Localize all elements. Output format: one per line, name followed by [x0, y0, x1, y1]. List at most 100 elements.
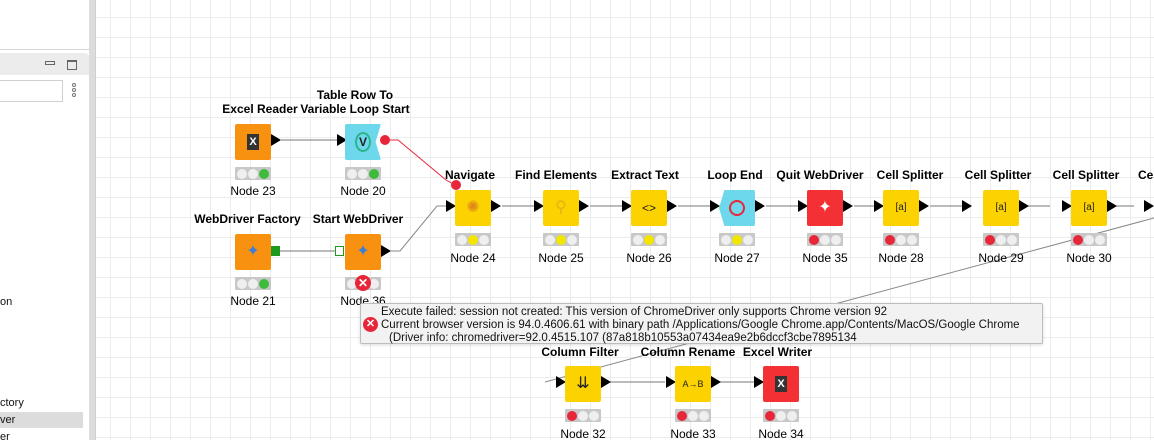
node-label[interactable]: Node 34 [758, 427, 804, 440]
node-find-elements[interactable]: ⚲ [543, 190, 579, 226]
input-port[interactable] [534, 200, 544, 212]
flow-variable-port[interactable] [451, 180, 461, 190]
input-port[interactable] [874, 200, 884, 212]
node-navigate[interactable]: ✺ [455, 190, 491, 226]
node-label[interactable]: Node 35 [802, 251, 848, 265]
compass-icon: ✦ [356, 243, 370, 260]
output-port[interactable] [919, 200, 929, 212]
tree-item[interactable]: on [0, 296, 13, 308]
node-title[interactable]: Cell Splitter [876, 168, 944, 182]
loop-start-icon: V [354, 132, 371, 152]
node-title[interactable]: Table Row To [316, 88, 394, 102]
minimize-icon[interactable] [45, 61, 55, 65]
db-output-port[interactable] [271, 246, 280, 256]
node-title[interactable]: Cell Splitter [964, 168, 1032, 182]
flow-variable-port[interactable] [380, 135, 390, 145]
error-icon: ✕ [363, 317, 378, 332]
node-title[interactable]: Cell Splitter [1052, 168, 1120, 182]
node-title[interactable]: Variable Loop Start [300, 102, 410, 116]
node-label[interactable]: Node 33 [670, 427, 716, 440]
panel-header [0, 53, 89, 75]
input-port[interactable] [622, 200, 632, 212]
node-label[interactable]: Node 24 [450, 251, 496, 265]
input-port[interactable] [556, 376, 566, 388]
node-column-filter[interactable]: ⇊ [565, 366, 601, 402]
status-traffic-light [235, 277, 271, 290]
tooltip-line: (Driver info: chromedriver=92.0.4515.107… [389, 332, 857, 344]
input-port[interactable] [962, 200, 972, 212]
node-cell-splitter[interactable]: [a] [883, 190, 919, 226]
error-icon[interactable]: ✕ [355, 275, 371, 291]
node-cell-splitter[interactable]: [a] [983, 190, 1019, 226]
db-input-port[interactable] [335, 246, 344, 256]
input-port[interactable] [1144, 200, 1154, 212]
output-port[interactable] [491, 200, 501, 212]
node-loop-end[interactable] [719, 190, 755, 226]
node-quit-webdriver[interactable]: ✦ [807, 190, 843, 226]
node-title[interactable]: Ce [1138, 168, 1154, 182]
input-port[interactable] [798, 200, 808, 212]
node-label[interactable]: Node 32 [560, 427, 606, 440]
status-traffic-light [1071, 233, 1107, 246]
node-label[interactable]: Node 27 [714, 251, 760, 265]
input-port[interactable] [1062, 200, 1072, 212]
output-port[interactable] [381, 245, 391, 257]
maximize-icon[interactable] [67, 60, 77, 70]
find-elements-icon: ⚲ [555, 199, 567, 216]
input-port[interactable] [710, 200, 720, 212]
loop-end-icon [729, 200, 745, 216]
output-port[interactable] [755, 200, 765, 212]
output-port[interactable] [843, 200, 853, 212]
node-table-row-to-variable-loop-start[interactable]: V [345, 124, 381, 160]
output-port[interactable] [667, 200, 677, 212]
node-title[interactable]: Extract Text [611, 168, 679, 182]
node-excel-reader[interactable]: X [235, 124, 271, 160]
node-title[interactable]: WebDriver Factory [194, 212, 301, 226]
node-label[interactable]: Node 21 [230, 294, 276, 308]
input-port[interactable] [446, 200, 456, 212]
input-port[interactable] [337, 134, 347, 146]
input-port[interactable] [666, 376, 676, 388]
output-port[interactable] [601, 376, 611, 388]
node-title[interactable]: Navigate [444, 168, 496, 182]
node-title[interactable]: Find Elements [514, 168, 597, 182]
output-port[interactable] [711, 376, 721, 388]
node-title[interactable]: Excel Writer [742, 345, 813, 359]
webdriver-factory-icon: ✦ [246, 243, 260, 260]
node-label[interactable]: Node 28 [878, 251, 924, 265]
tree-item[interactable]: ctory [0, 397, 24, 409]
node-webdriver-factory[interactable]: ✦ [235, 234, 271, 270]
panel-splitter[interactable] [89, 0, 95, 440]
node-label[interactable]: Node 26 [626, 251, 672, 265]
node-cell-splitter[interactable]: [a] [1071, 190, 1107, 226]
node-title[interactable]: Column Filter [541, 345, 619, 359]
node-title[interactable]: Column Rename [640, 345, 736, 359]
node-label[interactable]: Node 25 [538, 251, 584, 265]
output-port[interactable] [579, 200, 589, 212]
output-port[interactable] [271, 134, 281, 146]
node-title[interactable]: Loop End [707, 168, 763, 182]
node-excel-writer[interactable]: X [763, 366, 799, 402]
node-label[interactable]: Node 20 [340, 184, 386, 198]
status-traffic-light [883, 233, 919, 246]
output-port[interactable] [1019, 200, 1029, 212]
node-title[interactable]: Excel Reader [222, 102, 298, 116]
tree-item-selected[interactable]: ver [0, 412, 83, 428]
output-port[interactable] [1107, 200, 1117, 212]
repository-search-input[interactable] [0, 80, 63, 102]
status-traffic-light [455, 233, 491, 246]
tooltip-line: Current browser version is 94.0.4606.61 … [381, 319, 1020, 331]
input-port[interactable] [754, 376, 764, 388]
excel-writer-icon: X [775, 376, 787, 392]
node-label[interactable]: Node 29 [978, 251, 1024, 265]
node-label[interactable]: Node 23 [230, 184, 276, 198]
status-traffic-light [235, 167, 271, 180]
search-options-icon[interactable] [72, 83, 78, 99]
node-start-webdriver[interactable]: ✦ [345, 234, 381, 270]
node-extract-text[interactable]: <> [631, 190, 667, 226]
node-title[interactable]: Start WebDriver [312, 212, 404, 226]
tree-item[interactable]: er [0, 431, 10, 440]
node-label[interactable]: Node 30 [1066, 251, 1112, 265]
node-title[interactable]: Quit WebDriver [776, 168, 864, 182]
node-column-rename[interactable]: A→B [675, 366, 711, 402]
